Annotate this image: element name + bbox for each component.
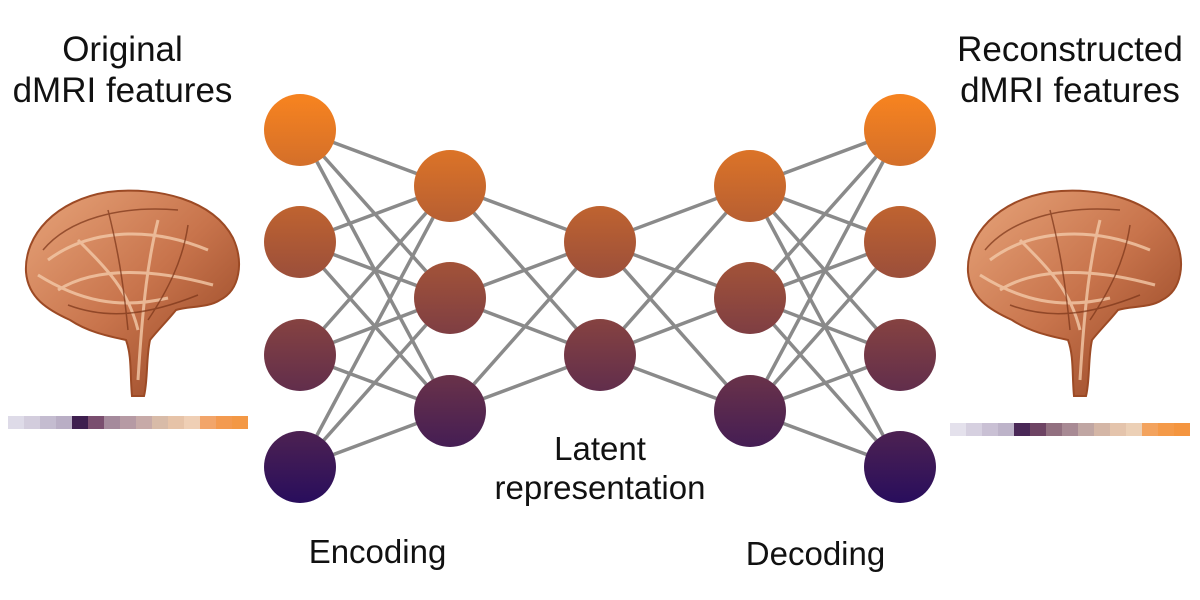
original-features-label: Original dMRI features xyxy=(0,30,245,112)
feature-cell xyxy=(168,416,184,429)
network-nodes xyxy=(264,94,936,503)
feature-cell xyxy=(104,416,120,429)
decoding-label: Decoding xyxy=(745,535,886,572)
network-node-layer-3 xyxy=(564,319,636,391)
network-edge xyxy=(748,240,902,413)
reconstructed-feature-strip xyxy=(950,423,1190,436)
feature-cell xyxy=(1094,423,1110,436)
reconstructed-label-line2: dMRI features xyxy=(960,70,1180,110)
network-node-layer-2 xyxy=(414,262,486,334)
network-node-layer-4 xyxy=(714,375,786,447)
network-node-layer-1 xyxy=(264,206,336,278)
feature-cell xyxy=(200,416,216,429)
network-node-layer-1 xyxy=(264,319,336,391)
network-node-layer-2 xyxy=(414,150,486,222)
network-edge xyxy=(298,185,452,468)
feature-cell xyxy=(1142,423,1158,436)
latent-representation-label: Latent representation xyxy=(470,430,730,507)
feature-cell xyxy=(152,416,168,429)
feature-cell xyxy=(1078,423,1094,436)
latent-label-line2: representation xyxy=(494,468,706,506)
network-edge xyxy=(448,240,602,413)
feature-cell xyxy=(232,416,248,429)
feature-cell xyxy=(1174,423,1190,436)
feature-cell xyxy=(8,416,24,429)
reconstructed-features-label: Reconstructed dMRI features xyxy=(945,30,1195,112)
network-node-layer-5 xyxy=(864,319,936,391)
feature-cell xyxy=(216,416,232,429)
network-edge xyxy=(748,128,902,300)
network-node-layer-1 xyxy=(264,431,336,503)
feature-cell xyxy=(1126,423,1142,436)
original-feature-strip xyxy=(8,416,248,429)
brain-tractography-image-left xyxy=(24,189,240,397)
network-edges xyxy=(298,128,902,469)
feature-cell xyxy=(966,423,982,436)
network-node-layer-5 xyxy=(864,206,936,278)
original-label-line1: Original xyxy=(62,30,183,69)
latent-label-line1: Latent xyxy=(554,430,646,467)
feature-cell xyxy=(1014,423,1030,436)
encoding-label: Encoding xyxy=(308,533,447,570)
feature-cell xyxy=(40,416,56,429)
feature-cell xyxy=(72,416,88,429)
brain-tractography-image-right xyxy=(966,189,1182,397)
network-node-layer-3 xyxy=(564,206,636,278)
feature-cell xyxy=(56,416,72,429)
feature-cell xyxy=(184,416,200,429)
network-node-layer-4 xyxy=(714,262,786,334)
feature-cell xyxy=(1046,423,1062,436)
network-node-layer-5 xyxy=(864,431,936,503)
feature-cell xyxy=(982,423,998,436)
feature-cell xyxy=(1110,423,1126,436)
network-edge xyxy=(298,296,452,469)
feature-cell xyxy=(1158,423,1174,436)
feature-cell xyxy=(136,416,152,429)
feature-cell xyxy=(998,423,1014,436)
feature-cell xyxy=(950,423,966,436)
network-node-layer-4 xyxy=(714,150,786,222)
network-node-layer-1 xyxy=(264,94,336,166)
feature-cell xyxy=(1062,423,1078,436)
network-edge xyxy=(298,184,452,357)
feature-cell xyxy=(1030,423,1046,436)
reconstructed-label-line1: Reconstructed xyxy=(957,30,1183,69)
network-edge xyxy=(748,129,902,412)
feature-cell xyxy=(24,416,40,429)
network-node-layer-5 xyxy=(864,94,936,166)
feature-cell xyxy=(120,416,136,429)
network-node-layer-2 xyxy=(414,375,486,447)
feature-cell xyxy=(88,416,104,429)
original-label-line2: dMRI features xyxy=(12,70,233,110)
network-edge xyxy=(598,184,752,357)
